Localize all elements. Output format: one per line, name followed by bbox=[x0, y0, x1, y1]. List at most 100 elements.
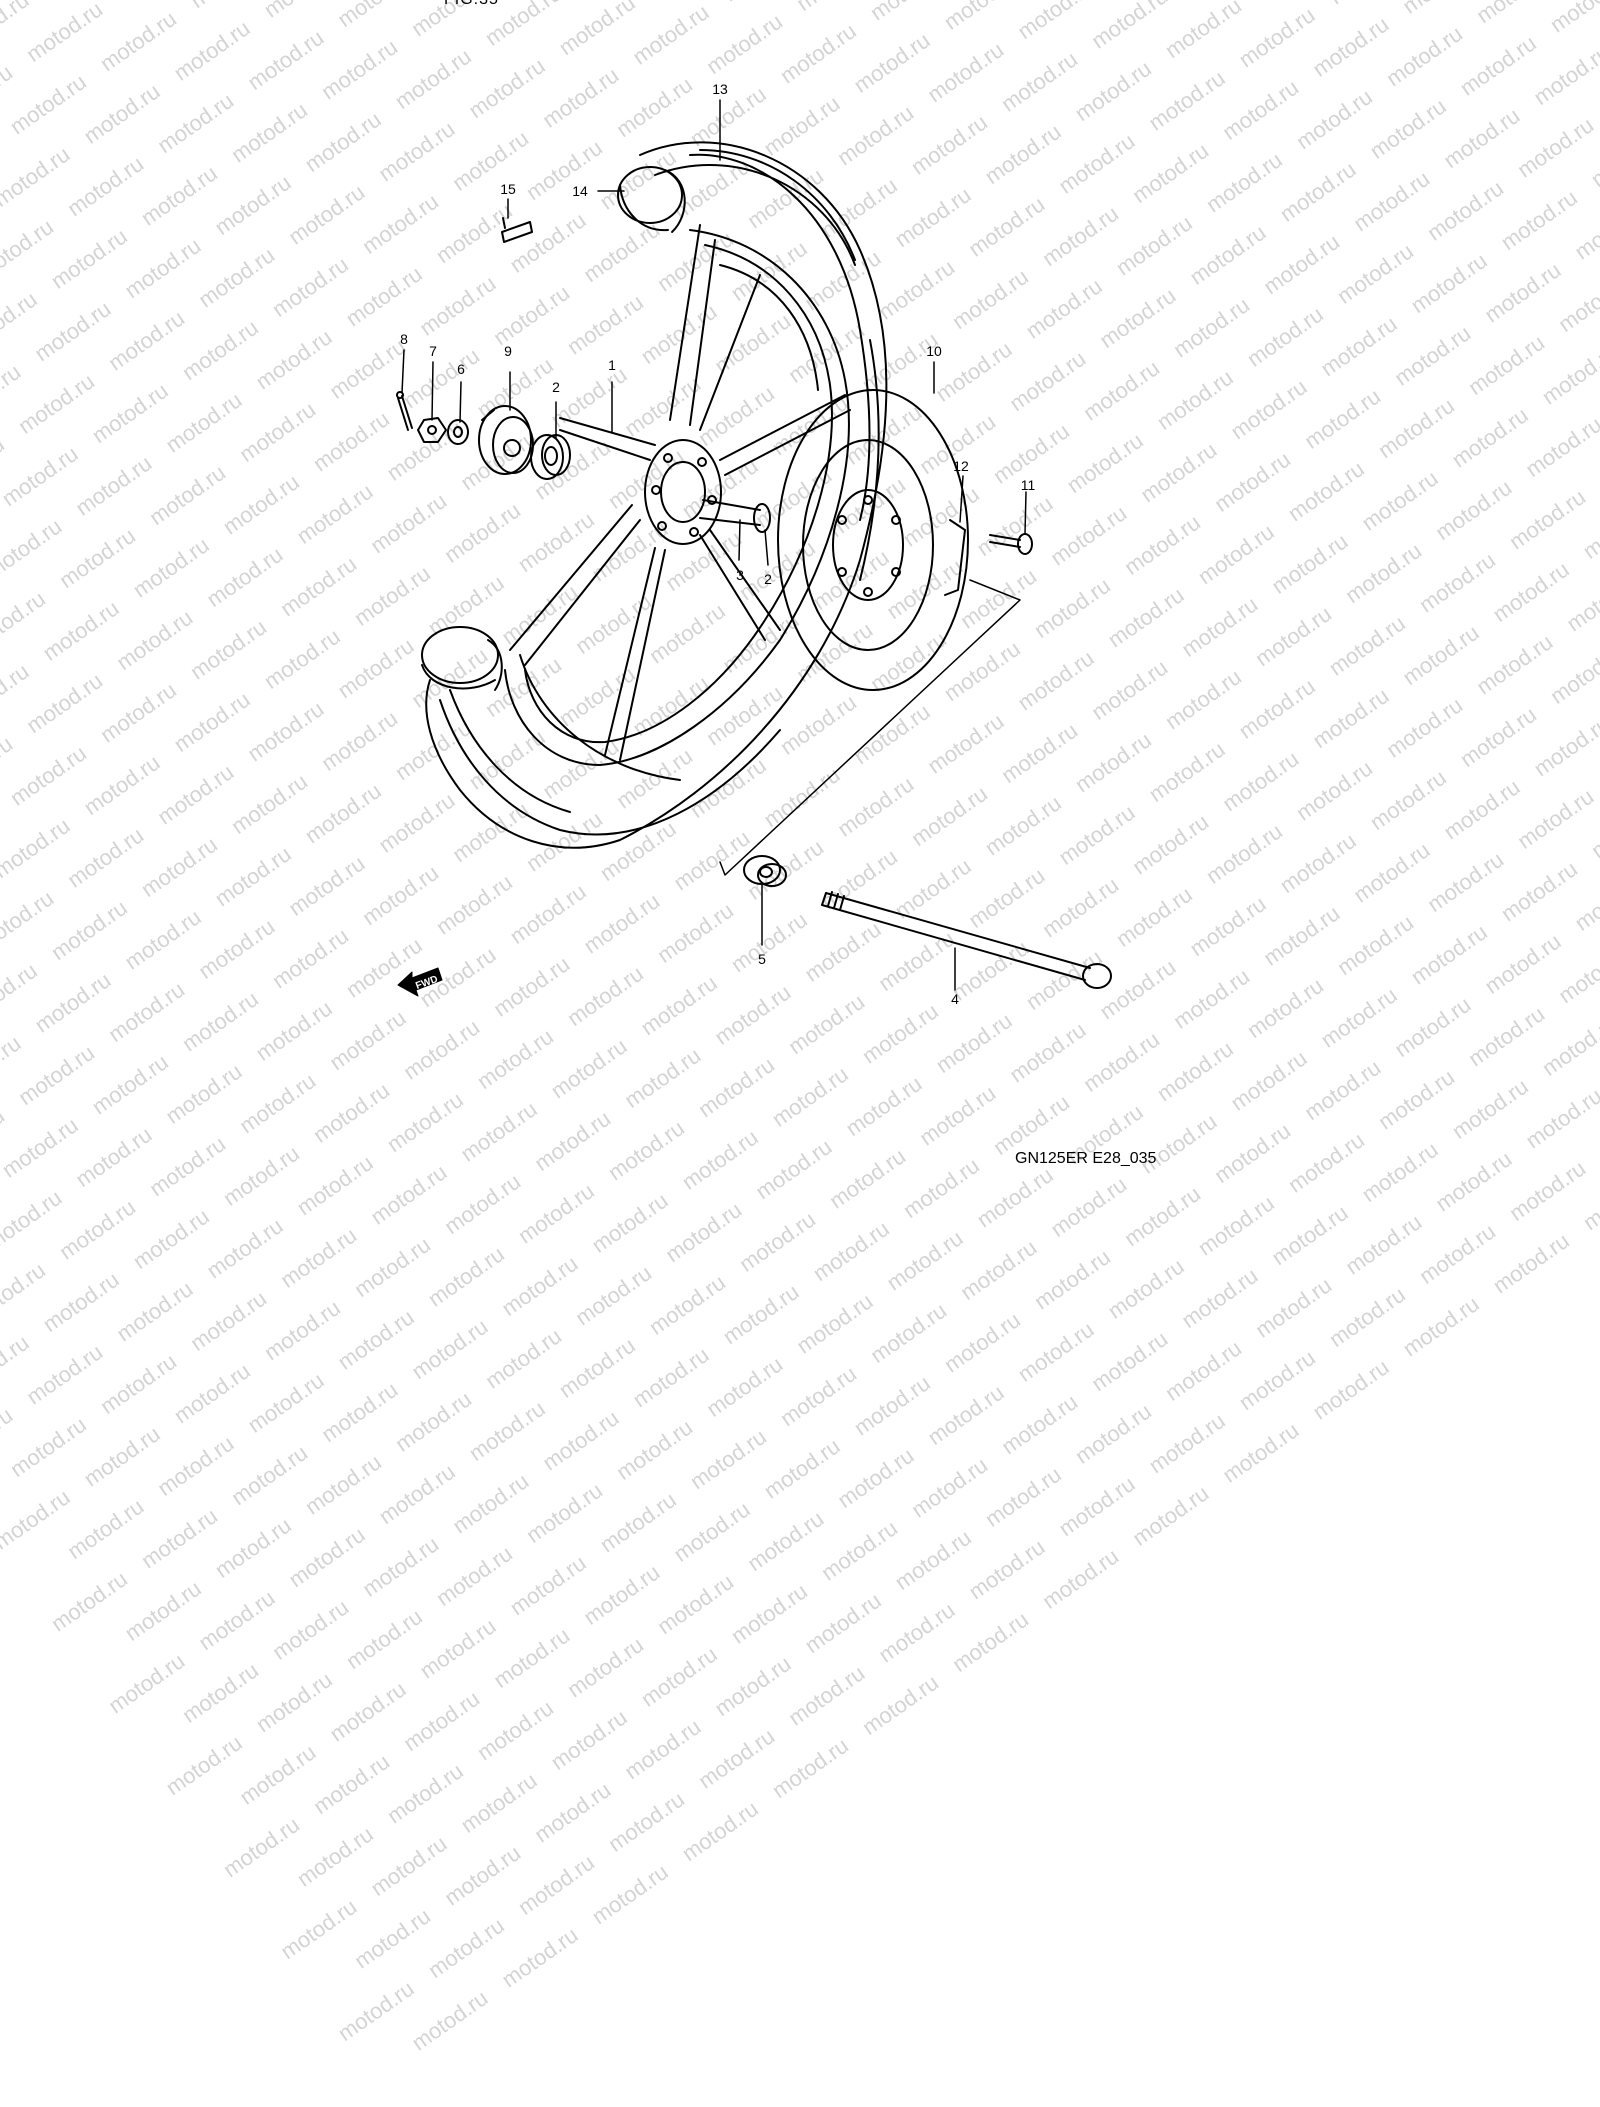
watermark-text: motod.ru bbox=[447, 1468, 534, 1539]
callout-7: 7 bbox=[429, 343, 437, 359]
watermark-text: motod.ru bbox=[1103, 1253, 1189, 1324]
watermark-text: motod.ru bbox=[726, 1578, 812, 1649]
watermark-text: motod.ru bbox=[234, 1739, 321, 1810]
washer bbox=[447, 419, 469, 445]
watermark-text: motod.ru bbox=[0, 1484, 75, 1555]
watermark-text: motod.ru bbox=[734, 1206, 821, 1277]
callout-14: 14 bbox=[572, 183, 588, 199]
watermark-text: motod.ru bbox=[759, 1433, 845, 1504]
assembly-bracket bbox=[719, 579, 1021, 876]
watermark-text: motod.ru bbox=[611, 1414, 698, 1485]
watermark-text: motod.ru bbox=[431, 1540, 517, 1611]
watermark-text: motod.ru bbox=[882, 1225, 968, 1296]
watermark-text: motod.ru bbox=[1111, 1552, 1197, 1624]
watermark-text: motod.ru bbox=[0, 1257, 50, 1328]
watermark-text: motod.ru bbox=[496, 1250, 583, 1321]
watermark-text: motod.ru bbox=[603, 1786, 690, 1857]
watermark-text: motod.ru bbox=[554, 1332, 640, 1403]
callout-11: 11 bbox=[1021, 477, 1036, 493]
watermark-text: motod.ru bbox=[38, 1266, 124, 1338]
watermark-text: motod.ru bbox=[619, 1713, 706, 1785]
watermark-text: motod.ru bbox=[947, 1606, 1034, 1677]
watermark-text: motod.ru bbox=[1037, 1543, 1124, 1614]
watermark-text: motod.ru bbox=[357, 1531, 444, 1602]
watermark-text: motod.ru bbox=[128, 1203, 214, 1274]
watermark-text: motod.ru bbox=[1365, 1436, 1451, 1507]
watermark-text: motod.ru bbox=[1127, 1480, 1214, 1551]
callout-2-lower: 2 bbox=[764, 571, 772, 587]
watermark-text: motod.ru bbox=[595, 1487, 681, 1558]
watermark-text: motod.ru bbox=[832, 1442, 919, 1514]
watermark-text: motod.ru bbox=[275, 1893, 362, 1965]
watermark-text: motod.ru bbox=[79, 1421, 165, 1492]
watermark-text: motod.ru bbox=[398, 1685, 485, 1756]
watermark-text: motod.ru bbox=[1488, 1228, 1574, 1299]
watermark-text: motod.ru bbox=[767, 1732, 853, 1804]
watermark-text: motod.ru bbox=[554, 2003, 640, 2075]
watermark-text: motod.ru bbox=[914, 1751, 1001, 1822]
watermark-text: motod.ru bbox=[185, 1285, 272, 1356]
callout-9: 9 bbox=[504, 343, 512, 359]
watermark-text: motod.ru bbox=[333, 1304, 419, 1375]
watermark-text: motod.ru bbox=[1398, 1291, 1484, 1362]
watermark-text: motod.ru bbox=[636, 1641, 722, 1712]
watermark-text: motod.ru bbox=[652, 1568, 739, 1640]
watermark-text: motod.ru bbox=[1471, 1300, 1558, 1371]
watermark-text: motod.ru bbox=[292, 1821, 378, 1892]
watermark-text: motod.ru bbox=[243, 1367, 329, 1438]
drawing-code: GN125ER E28_035 bbox=[1015, 1150, 1157, 1167]
watermark-text: motod.ru bbox=[136, 1503, 223, 1574]
watermark-text: motod.ru bbox=[857, 1669, 943, 1740]
tire-section-top bbox=[617, 166, 686, 233]
watermark-text: motod.ru bbox=[677, 1795, 763, 1867]
watermark-text: motod.ru bbox=[472, 1695, 558, 1766]
watermark-text: motod.ru bbox=[1250, 1272, 1337, 1343]
watermark-text: motod.ru bbox=[349, 1231, 435, 1303]
watermark-text: motod.ru bbox=[1340, 1209, 1427, 1280]
watermark-text: motod.ru bbox=[1144, 1407, 1230, 1479]
watermark-text: motod.ru bbox=[923, 1379, 1009, 1450]
watermark-text: motod.ru bbox=[259, 1294, 345, 1366]
front-axle bbox=[821, 891, 1112, 989]
callout-5: 5 bbox=[758, 951, 766, 967]
watermark-text: motod.ru bbox=[562, 1632, 649, 1703]
watermark-text: motod.ru bbox=[1070, 1398, 1156, 1469]
callout-6: 6 bbox=[457, 361, 465, 377]
cotter-pin bbox=[396, 391, 413, 431]
watermark-text: motod.ru bbox=[62, 1493, 149, 1564]
watermark-text: motod.ru bbox=[193, 1584, 280, 1656]
watermark-text: motod.ru bbox=[161, 1729, 247, 1801]
watermark-text: motod.ru bbox=[349, 1903, 436, 1974]
watermark-text: motod.ru bbox=[300, 1449, 386, 1520]
watermark-text: motod.ru bbox=[1160, 1335, 1247, 1406]
watermark-text: motod.ru bbox=[775, 1360, 862, 1432]
watermark-text: motod.ru bbox=[873, 1597, 960, 1668]
watermark-text: motod.ru bbox=[890, 1524, 976, 1595]
callout-labels: 1 2 2 3 4 5 6 7 8 9 10 11 12 13 14 15 bbox=[400, 81, 1035, 1007]
watermark-text: motod.ru bbox=[824, 1814, 911, 1885]
watermark-text: motod.ru bbox=[439, 1840, 526, 1911]
watermark-text: motod.ru bbox=[841, 1742, 927, 1813]
watermark-text: motod.ru bbox=[390, 1386, 476, 1457]
watermark-text: motod.ru bbox=[906, 1452, 993, 1523]
watermark-text: motod.ru bbox=[980, 1461, 1066, 1532]
watermark-text: motod.ru bbox=[1029, 1244, 1115, 1315]
watermark-text: motod.ru bbox=[423, 1912, 509, 1983]
watermark-text: motod.ru bbox=[693, 1723, 780, 1794]
wheel-hub bbox=[644, 439, 722, 545]
watermark-text: motod.ru bbox=[103, 1648, 190, 1719]
watermark-text: motod.ru bbox=[95, 1348, 182, 1419]
watermark-text: motod.ru bbox=[628, 1342, 714, 1413]
watermark-text: motod.ru bbox=[406, 1985, 493, 2056]
watermark-text: motod.ru bbox=[251, 1666, 337, 1738]
bearing-left bbox=[530, 434, 571, 480]
callout-8: 8 bbox=[400, 331, 408, 347]
watermark-text: motod.ru bbox=[865, 1297, 952, 1369]
watermark-text: motod.ru bbox=[660, 1868, 747, 1939]
watermark-text: motod.ru bbox=[333, 1975, 419, 2047]
watermark-text: motod.ru bbox=[1013, 1316, 1099, 1387]
watermark-text: motod.ru bbox=[816, 1515, 902, 1586]
watermark-text: motod.ru bbox=[1455, 1373, 1541, 1444]
watermark-text: motod.ru bbox=[341, 1603, 427, 1675]
watermark-text: motod.ru bbox=[365, 1830, 452, 1901]
